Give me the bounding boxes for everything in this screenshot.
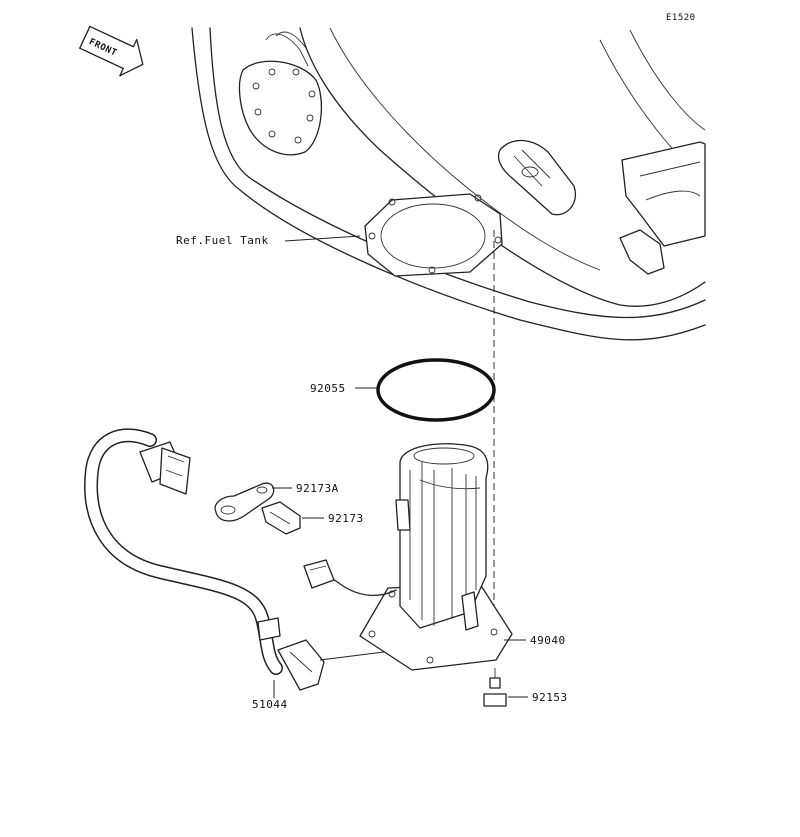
- hose-label: 51044: [252, 698, 288, 711]
- gasket-label: 92055: [310, 382, 346, 395]
- fuel-tank-outline: Ref.Fuel Tank: [176, 27, 706, 341]
- clamp-a-label: 92173A: [296, 482, 339, 495]
- ref-fuel-tank-label: Ref.Fuel Tank: [176, 234, 269, 247]
- diagram-id-label: E1520: [666, 13, 696, 23]
- fuel-pump-label: 49040: [530, 634, 566, 647]
- fuel-pump-assembly: 49040: [303, 443, 566, 671]
- filler-plate: [238, 31, 322, 156]
- fuel-hose: 51044: [84, 428, 385, 711]
- gasket-ring: 92055: [310, 358, 496, 422]
- front-arrow-icon: FRONT: [79, 25, 144, 77]
- bolt-part: 92153: [483, 668, 568, 707]
- tank-connector: [497, 139, 577, 216]
- clamp-part: 92173: [261, 501, 364, 535]
- clamp-a-part: 92173A: [214, 482, 339, 522]
- bolt-label: 92153: [532, 691, 568, 704]
- pump-mount-flange: [364, 193, 503, 277]
- clamp-label: 92173: [328, 512, 364, 525]
- tank-bracket: [619, 141, 706, 275]
